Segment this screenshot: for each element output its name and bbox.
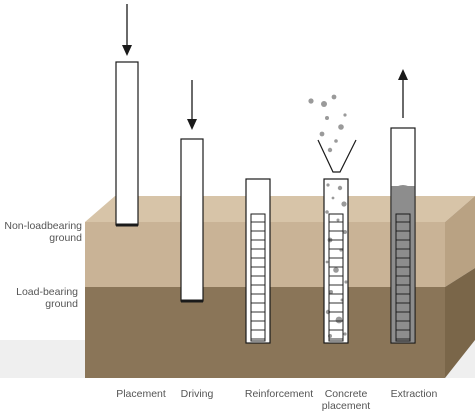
reinforcement-cage (250, 213, 266, 342)
reinforcement-cage (395, 213, 411, 342)
concrete-drop (327, 147, 333, 153)
concrete-column (391, 186, 415, 343)
concrete-drop (331, 94, 337, 100)
arrowhead-down-icon (122, 45, 132, 56)
cage-ties (396, 221, 410, 340)
stage-concrete-placement-graphic (308, 94, 357, 344)
aggregate-dot (336, 218, 340, 222)
label-line: Non-loadbearing (4, 220, 82, 232)
aggregate-dot (331, 196, 335, 200)
concrete-drop (343, 113, 347, 117)
casing-tube (115, 61, 139, 226)
casing-tube (180, 138, 204, 302)
aggregate-dot (343, 332, 347, 336)
stage-label-driving: Driving (180, 388, 214, 400)
aggregate-dot (326, 183, 330, 187)
label-line: placement (321, 400, 371, 412)
concrete-drop (321, 101, 327, 107)
concrete-top (391, 185, 415, 190)
non-loadbearing-layer-side (445, 196, 475, 287)
label-line: ground (45, 298, 78, 310)
cage-ties (251, 221, 265, 340)
label-line: Concrete (324, 388, 368, 400)
falling-concrete (308, 94, 347, 153)
casing-tube (245, 178, 271, 344)
cage-ties (329, 221, 343, 340)
stage-placement-graphic (115, 4, 139, 227)
stage-label-concrete-placement: Concrete placement (314, 388, 378, 412)
aggregate-dot (325, 260, 329, 264)
label-line: ground (49, 232, 82, 244)
stage-label-placement: Placement (116, 388, 166, 400)
stage-reinforcement-graphic (245, 178, 271, 344)
concrete-drop (308, 98, 314, 104)
label-line: Load-bearing (16, 286, 78, 298)
reinforcement-cage (328, 213, 344, 342)
non-loadbearing-ground-label: Non-loadbearing ground (0, 220, 82, 244)
concrete-drop (325, 116, 329, 120)
arrowhead-down-icon (187, 119, 197, 130)
stage-driving-graphic (180, 80, 204, 303)
aggregate-dot (337, 185, 343, 191)
aggregate-dot (333, 267, 339, 273)
stage-label-reinforcement: Reinforcement (244, 388, 314, 400)
load-bearing-layer-side (445, 268, 475, 378)
concrete-drop (334, 139, 338, 143)
funnel (317, 139, 357, 173)
aggregate-dot (335, 316, 343, 324)
aggregate-dot (343, 230, 347, 234)
concrete-drop (319, 131, 325, 137)
stage-label-extraction: Extraction (390, 388, 438, 400)
aggregate-dot (329, 290, 333, 294)
load-bearing-ground-label: Load-bearing ground (0, 286, 78, 310)
aggregate-dot (341, 201, 347, 207)
aggregate-dot (344, 280, 348, 284)
arrowhead-up-icon (398, 69, 408, 80)
concrete-drop (338, 124, 344, 130)
aggregate-dot (325, 210, 329, 214)
non-loadbearing-layer-top (85, 196, 475, 222)
stage-extraction-graphic (390, 69, 416, 344)
